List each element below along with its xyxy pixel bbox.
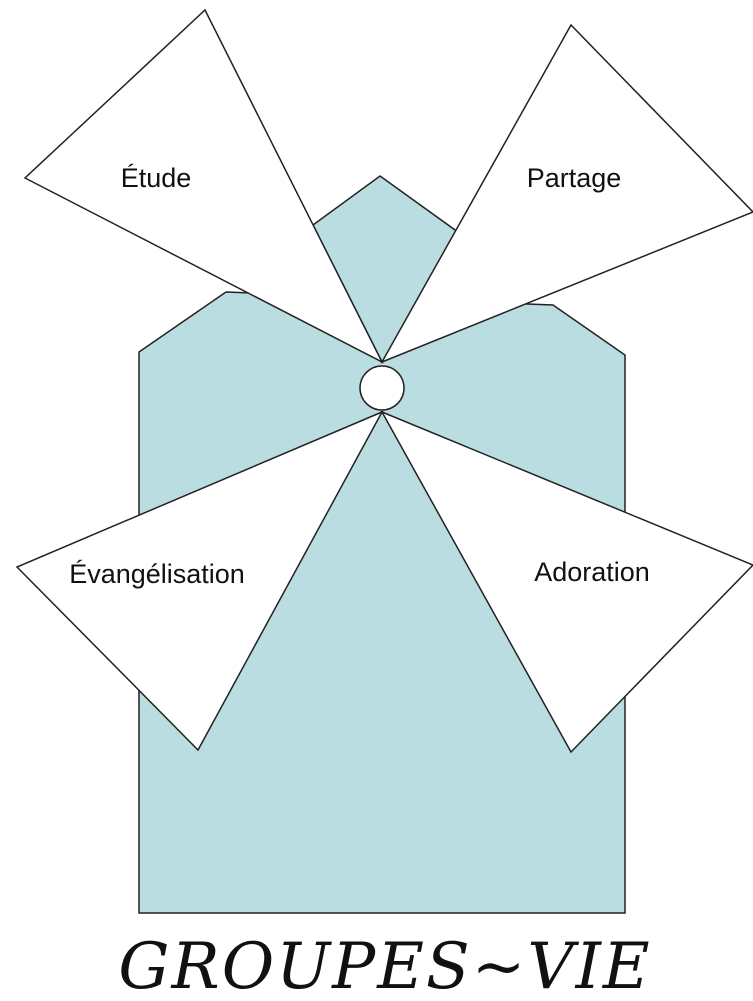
page-title: GROUPES~VIE — [118, 930, 651, 1001]
hub-circle — [360, 366, 404, 410]
sail-label-adoration: Adoration — [534, 557, 650, 587]
sail-label-partage: Partage — [527, 163, 622, 193]
sail-label-evangelisation: Évangélisation — [69, 559, 245, 589]
sail-top-right — [382, 25, 753, 362]
sail-label-etude: Étude — [121, 163, 192, 193]
